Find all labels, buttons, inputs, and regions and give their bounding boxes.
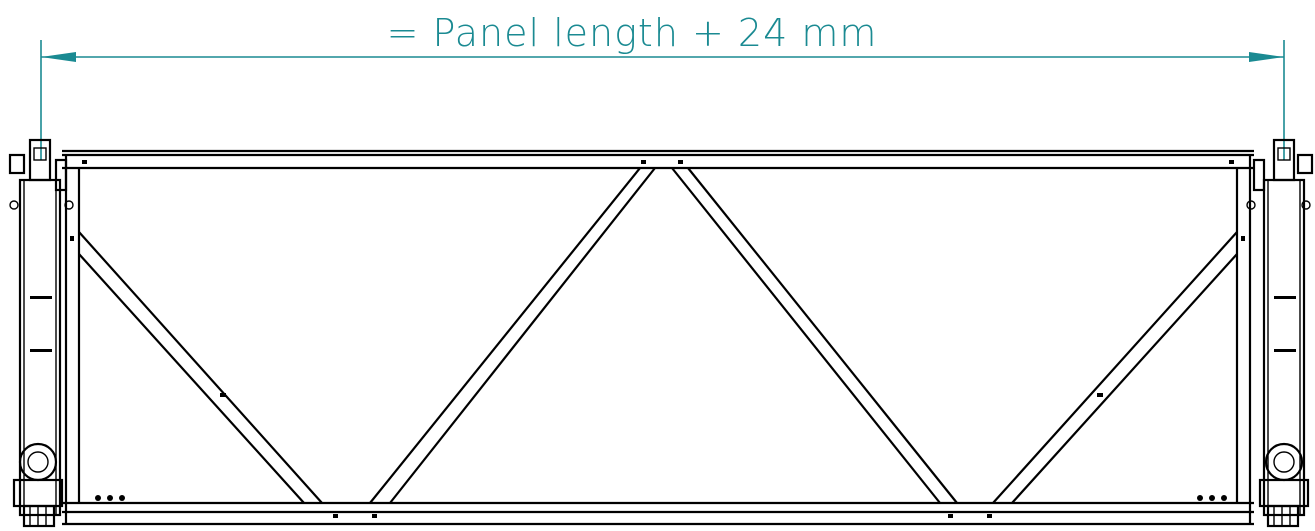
- diagonal-bracing: [78, 160, 1238, 518]
- arrowhead-left: [41, 52, 76, 62]
- end-post-right: [1197, 138, 1314, 528]
- end-post-left: [8, 138, 125, 528]
- panel-frame: [62, 149, 1254, 526]
- arrowhead-right: [1249, 52, 1284, 62]
- dimension-annotation: = Panel length + 24 mm: [40, 11, 1285, 160]
- dimension-label: = Panel length + 24 mm: [387, 11, 878, 55]
